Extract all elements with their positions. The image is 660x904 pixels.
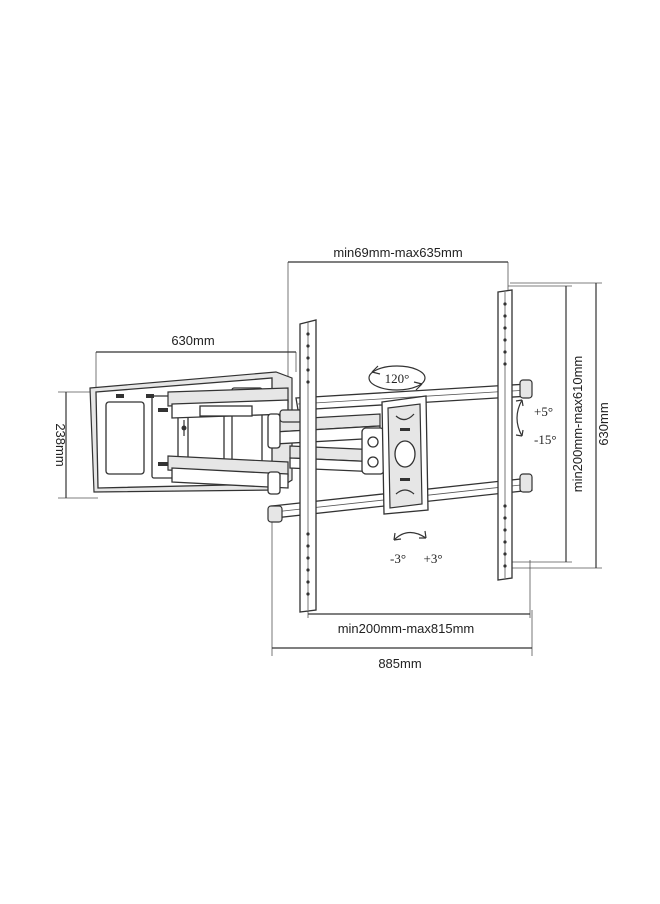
dimension-horizontal-spacing: min69mm-max635mm [287, 245, 509, 378]
swivel-indicator: 120° [368, 365, 426, 391]
swivel-angle-label: 120° [385, 371, 410, 386]
dimension-overall-height: 630mm [510, 282, 611, 569]
vesa-width-label: min200mm-max815mm [338, 621, 475, 636]
arm-extension-label: 630mm [171, 333, 214, 348]
right-vertical-bracket [497, 289, 513, 581]
tilt-indicator: +5° -15° [515, 399, 557, 447]
overall-height-label: 630mm [596, 402, 611, 445]
tilt-up-label: +5° [534, 404, 553, 419]
tilt-down-label: -15° [534, 432, 557, 447]
level-minus-label: -3° [390, 551, 406, 566]
horizontal-spacing-label: min69mm-max635mm [333, 245, 462, 260]
level-plus-label: +3° [423, 551, 442, 566]
center-mounting-plate [381, 395, 429, 515]
vertical-spacing-label: min200mm-max610mm [570, 356, 585, 493]
left-vertical-bracket [299, 319, 317, 613]
dimension-arm-extension: 630mm [95, 333, 297, 390]
overall-width-label: 885mm [378, 656, 421, 671]
dimension-overall-width: 885mm [271, 520, 533, 671]
level-indicator: -3° +3° [390, 530, 443, 566]
pivot-joint [361, 427, 385, 475]
dimension-vesa-width: min200mm-max815mm [307, 560, 531, 636]
wall-plate-height-label: 238mm [53, 423, 68, 466]
dimension-vertical-spacing: min200mm-max610mm [508, 285, 585, 563]
